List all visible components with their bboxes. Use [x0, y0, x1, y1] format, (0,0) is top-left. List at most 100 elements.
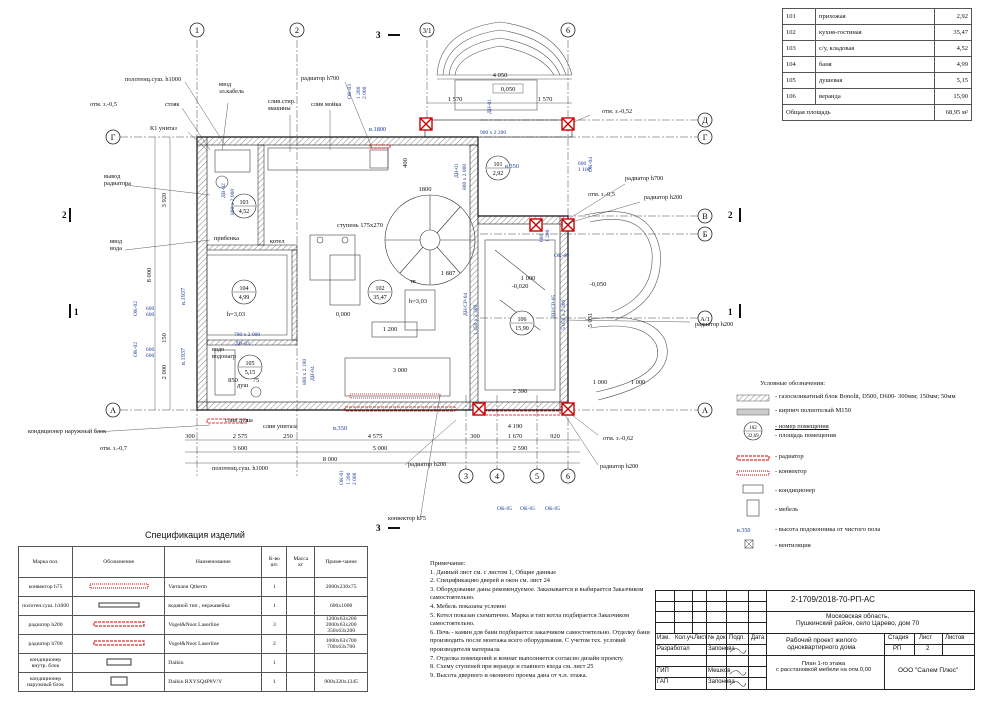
spec-table: Марка поз. Обозначение Наименование К-во… — [17, 546, 368, 692]
furniture — [214, 147, 556, 398]
axis-bubble-right-b: Б — [697, 226, 713, 242]
role-name: Запонова — [708, 646, 735, 652]
svg-text:радиатор h700: радиатор h700 — [625, 175, 663, 182]
svg-text:отм. з.-0,5: отм. з.-0,5 — [588, 191, 615, 198]
svg-text:400: 400 — [402, 158, 409, 168]
role: ГАП — [657, 679, 669, 685]
svg-text:1 570: 1 570 — [538, 96, 553, 103]
svg-text:1 2002 000: 1 2002 000 — [356, 86, 368, 99]
legend-item: - площадь помещения — [775, 432, 836, 439]
svg-text:в.1937: в.1937 — [180, 288, 187, 305]
svg-text:А/1: А/1 — [700, 316, 710, 323]
axis-bubble-bottom-6: 6 — [560, 468, 576, 484]
col-label: Дата — [751, 635, 765, 641]
axis-bubble-right-d: Д — [697, 112, 713, 128]
svg-text:4 050: 4 050 — [493, 72, 508, 79]
svg-text:ОК-03: ОК-03 — [347, 84, 353, 99]
col-label: Лист — [694, 635, 708, 641]
svg-text:Б: Б — [703, 230, 708, 239]
svg-text:800 x 2 100: 800 x 2 100 — [302, 359, 308, 385]
porch-steps-top — [436, 21, 573, 111]
legend-title: Условные обозначения: — [760, 380, 826, 387]
col-label: Подп. — [729, 635, 745, 641]
svg-text:6001 200: 6001 200 — [539, 229, 551, 242]
svg-text:1 570: 1 570 — [448, 96, 463, 103]
svg-text:h=3,03: h=3,03 — [227, 311, 245, 318]
svg-text:6: 6 — [566, 26, 570, 35]
axis-bubble-bottom-3: 3 — [458, 468, 474, 484]
legend-item: - кондиционер — [775, 487, 815, 494]
svg-text:слив.стир.машины: слив.стир.машины — [268, 98, 296, 112]
svg-text:3 920: 3 920 — [161, 193, 168, 208]
svg-text:радиатор h700: радиатор h700 — [301, 75, 339, 82]
stage-value: РП — [893, 646, 902, 652]
axis-bubble-bottom-5: 5 — [529, 468, 545, 484]
note-item: 7. Отделка помещений и комнат выполняетс… — [430, 654, 624, 662]
axis-bubble-right-g: Г — [697, 129, 713, 145]
svg-text:1 200: 1 200 — [383, 326, 398, 333]
svg-text:3 000: 3 000 — [393, 367, 408, 374]
svg-text:1: 1 — [74, 307, 79, 317]
svg-text:5 031: 5 031 — [587, 313, 594, 328]
svg-text:300: 300 — [185, 433, 195, 440]
legend-item: - мебель — [775, 506, 799, 513]
svg-text:радиатор h200: радиатор h200 — [695, 321, 733, 328]
svg-text:5 050 x 2 300: 5 050 x 2 300 — [561, 300, 567, 331]
svg-text:15,90: 15,90 — [515, 326, 529, 332]
svg-text:ДВ-04: ДВ-04 — [310, 366, 316, 381]
svg-text:ОК-01: ОК-01 — [339, 470, 345, 485]
note-item: 5. Котел показан схематично. Марка и тип… — [430, 611, 630, 628]
svg-text:3: 3 — [376, 30, 381, 40]
svg-text:4 575: 4 575 — [368, 433, 383, 440]
svg-text:в.1937: в.1937 — [180, 348, 187, 365]
axis-bubble-left-g: Г — [105, 129, 121, 145]
svg-text:ОК-02: ОК-02 — [133, 342, 139, 357]
svg-text:отм. з.-0,7: отм. з.-0,7 — [100, 445, 127, 452]
axis-bubble-right-a1: А/1 — [697, 310, 713, 326]
svg-text:стояк: стояк — [165, 101, 180, 108]
svg-text:ДН/СР-05: ДН/СР-05 — [551, 294, 557, 318]
svg-text:106: 106 — [518, 317, 527, 323]
col-label: № док. — [708, 635, 728, 641]
stage-label: Стадия — [888, 635, 909, 641]
notes-title: Примечание: — [430, 560, 466, 567]
legend-item: - конвектор — [775, 468, 807, 475]
axis-bubble-top-2: 2 — [289, 22, 305, 38]
svg-text:6001 100: 6001 100 — [578, 161, 591, 173]
svg-text:полотенц.суш. h1000: полотенц.суш. h1000 — [212, 465, 268, 472]
legend-item: - номер помещения — [775, 423, 829, 430]
svg-text:800 x 2 000: 800 x 2 000 — [462, 164, 468, 190]
axis-bubble-top-1: 1 — [189, 22, 205, 38]
svg-text:ДВ-03: ДВ-03 — [235, 341, 250, 347]
svg-text:4,52: 4,52 — [239, 209, 250, 215]
svg-text:Г: Г — [703, 133, 708, 142]
svg-text:-0,050: -0,050 — [590, 281, 607, 288]
svg-text:ДВ-02: ДВ-02 — [221, 183, 227, 198]
axis-bubble-top-3-1: 3/1 — [419, 22, 435, 38]
svg-text:-0,020: -0,020 — [512, 283, 529, 290]
legend-item: - высота подоконника от чистого пола — [775, 526, 881, 533]
svg-text:3: 3 — [464, 472, 468, 481]
svg-text:К1 унитаз: К1 унитаз — [150, 125, 177, 132]
svg-text:2 590: 2 590 — [513, 445, 528, 452]
svg-text:5,15: 5,15 — [245, 370, 256, 376]
svg-text:котел: котел — [270, 238, 285, 245]
svg-text:ДН-01: ДН-01 — [487, 99, 493, 114]
svg-text:ОК-05: ОК-05 — [545, 506, 560, 512]
axis-bubble-top-6: 6 — [560, 22, 576, 38]
role: Разработал — [657, 646, 690, 652]
axis-bubble-bottom-4: 4 — [489, 468, 505, 484]
svg-text:ступень 175x270: ступень 175x270 — [337, 222, 383, 229]
svg-text:прибенка: прибенка — [214, 235, 239, 242]
svg-text:150: 150 — [161, 333, 168, 343]
